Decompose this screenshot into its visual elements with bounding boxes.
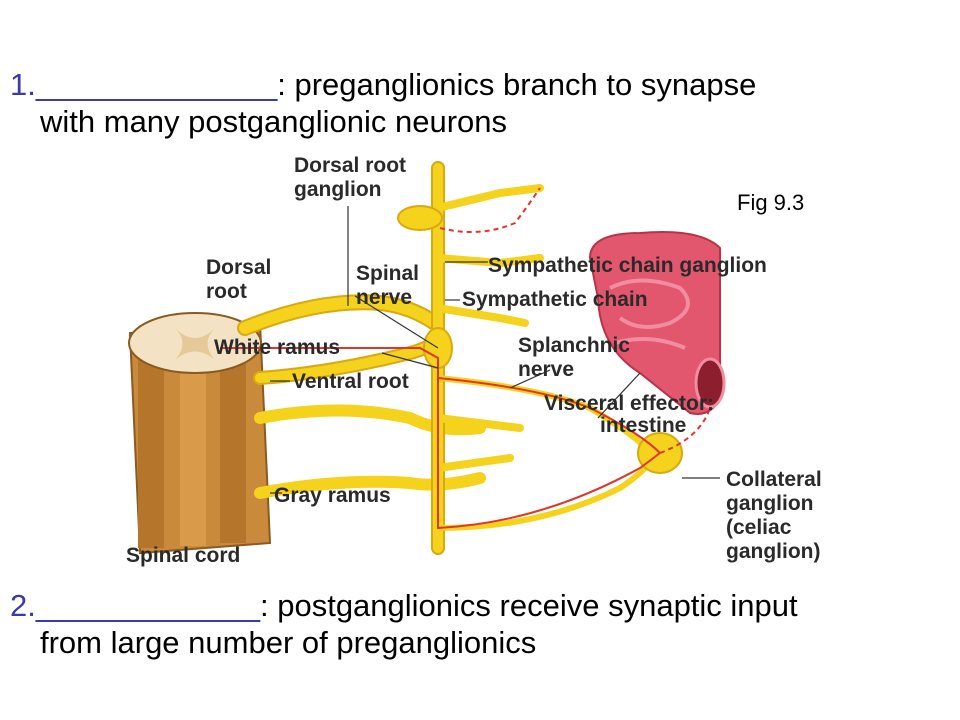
- label-white-ramus: White ramus: [214, 336, 340, 359]
- statement-1-text-line1: : preganglionics branch to synapse: [277, 67, 757, 102]
- label-gray-ramus: Gray ramus: [274, 484, 391, 507]
- label-dorsal-root-line2: root: [206, 280, 247, 303]
- label-splanchnic-nerve-line2: nerve: [518, 358, 574, 381]
- label-spinal-cord: Spinal cord: [126, 544, 240, 567]
- label-visceral-effector-line2: intestine: [600, 414, 686, 437]
- label-dorsal-root-line1: Dorsal: [206, 256, 271, 279]
- label-sympathetic-chain: Sympathetic chain: [462, 288, 648, 311]
- label-spinal-nerve-line2: nerve: [356, 286, 412, 309]
- label-spinal-nerve-line1: Spinal: [356, 262, 419, 285]
- label-visceral-effector-line1: Visceral effector:: [544, 392, 714, 415]
- label-dorsal-root-ganglion-line1: Dorsal root: [294, 154, 406, 177]
- statement-1-blank: ______________: [35, 67, 278, 102]
- dorsal-root-ganglion-shape: [397, 205, 443, 231]
- intestine-illustration: [588, 231, 726, 415]
- statement-1-text-line2: with many postganglionic neurons: [40, 104, 507, 139]
- statement-2-text-line2: from large number of preganglionics: [40, 625, 537, 660]
- label-dorsal-root-ganglion-line2: ganglion: [294, 178, 382, 201]
- label-sympathetic-chain-ganglion: Sympathetic chain ganglion: [488, 254, 767, 277]
- sympathetic-nervous-system-diagram: Dorsal root ganglion Dorsal root Spinal …: [126, 154, 822, 567]
- leader-lines: [270, 206, 720, 494]
- label-collateral-ganglion-line1: Collateral: [726, 468, 822, 491]
- label-collateral-ganglion-line2: ganglion: [726, 492, 814, 515]
- statement-1: 1.______________: preganglionics branch …: [10, 66, 950, 140]
- label-ventral-root: Ventral root: [292, 370, 409, 393]
- figure-caption: Fig 9.3: [737, 190, 805, 215]
- label-collateral-ganglion-line4: ganglion): [726, 540, 820, 563]
- statement-2-number: 2.: [10, 588, 36, 623]
- statement-1-number: 1.: [10, 67, 36, 102]
- statement-2: 2._____________: postganglionics receive…: [10, 587, 950, 661]
- statement-2-blank: _____________: [35, 588, 260, 623]
- label-splanchnic-nerve-line1: Splanchnic: [518, 334, 630, 357]
- statement-2-text-line1: : postganglionics receive synaptic input: [260, 588, 798, 623]
- axon-pathways: [220, 187, 711, 530]
- spinal-cord-illustration: [128, 312, 272, 555]
- label-collateral-ganglion-line3: (celiac: [726, 516, 792, 539]
